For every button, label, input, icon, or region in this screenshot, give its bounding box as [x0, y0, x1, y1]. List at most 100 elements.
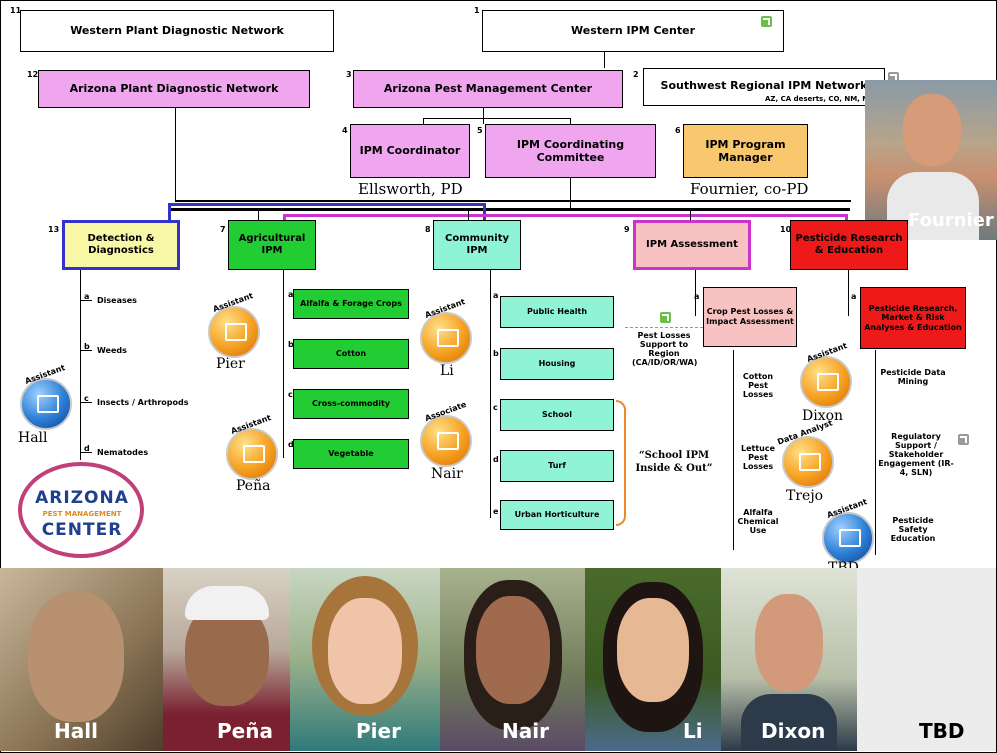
box-urban-horticulture: Urban Horticulture	[500, 500, 614, 530]
connector	[80, 350, 92, 351]
photo-tbd: TBD	[857, 568, 996, 751]
person-icon	[822, 512, 874, 564]
connector	[848, 270, 849, 316]
box-label: Turf	[548, 461, 566, 471]
person-icon	[208, 306, 260, 358]
box-label: Community IPM	[444, 233, 509, 256]
person-icon	[420, 415, 472, 467]
photo-label: Li	[683, 719, 703, 743]
box-arizona-plant-diagnostic-network: Arizona Plant Diagnostic Network	[38, 70, 310, 108]
box-community-ipm: Community IPM	[433, 220, 521, 270]
box-label: Public Health	[526, 307, 588, 317]
box-pesticide-research-market: Pesticide Research, Market & Risk Analys…	[860, 287, 966, 349]
box-cotton: Cotton	[293, 339, 409, 369]
external-link-icon[interactable]	[660, 312, 671, 323]
box-label: Pesticide Research & Education	[795, 233, 903, 256]
photo-label: Dixon	[761, 719, 826, 743]
box-label: IPM Coordinating Committee	[516, 137, 625, 164]
box-arizona-pest-management-center: Arizona Pest Management Center	[353, 70, 623, 108]
pesticide-item: Pesticide Safety Education	[890, 516, 936, 543]
item-label: Weeds	[97, 346, 127, 355]
box-label: School	[542, 410, 572, 420]
cap-shape	[185, 586, 269, 620]
assess-item: Cotton Pest Losses	[742, 372, 774, 399]
box-number: 2	[633, 70, 639, 79]
item-letter: a	[851, 292, 857, 301]
box-number: 9	[624, 225, 630, 234]
pesticide-item: Regulatory Support / Stakeholder Engagem…	[878, 432, 954, 477]
pest-losses-note: Pest Losses Support to Region (CA/ID/OR/…	[632, 331, 698, 367]
box-number: 10	[780, 225, 792, 234]
box-label: Southwest Regional IPM Network	[660, 79, 868, 92]
connector	[690, 208, 691, 220]
school-ipm-quote: “School IPM Inside & Out”	[635, 450, 713, 474]
person-icon	[420, 312, 472, 364]
box-southwest-regional-ipm-network: Southwest Regional IPM Network	[643, 68, 885, 106]
staff-name: Trejo	[786, 488, 824, 504]
item-letter: b	[84, 342, 90, 351]
box-western-plant-diagnostic-network: Western Plant Diagnostic Network	[20, 10, 334, 52]
face-shape	[903, 94, 961, 166]
box-alfalfa-forage-crops: Alfalfa & Forage Crops	[293, 289, 409, 319]
box-ipm-coordinating-committee: IPM Coordinating Committee	[485, 124, 656, 178]
screen-glyph	[37, 395, 59, 413]
screen-glyph	[243, 445, 265, 463]
item-letter: e	[493, 507, 499, 516]
box-school: School	[500, 399, 614, 431]
box-number: 12	[27, 70, 39, 79]
box-turf: Turf	[500, 450, 614, 482]
connector	[604, 52, 605, 68]
box-label: Arizona Pest Management Center	[383, 82, 593, 96]
item-label: Nematodes	[97, 448, 149, 457]
person-icon	[800, 356, 852, 408]
box-label: Urban Horticulture	[514, 510, 600, 520]
dashed-connector	[625, 327, 703, 328]
box-number: 6	[675, 126, 681, 135]
box-label: Western IPM Center	[571, 24, 695, 38]
box-number: 7	[220, 225, 226, 234]
item-letter: a	[493, 291, 499, 300]
photo-label: Nair	[502, 719, 549, 743]
item-letter: a	[288, 290, 294, 299]
item-letter: a	[84, 292, 90, 301]
connector-blue	[483, 203, 486, 220]
photo-label: TBD	[919, 719, 965, 743]
screen-glyph	[817, 373, 839, 391]
box-crop-pest-losses: Crop Pest Losses & Impact Assessment	[703, 287, 797, 347]
photo-li: Li	[585, 568, 721, 751]
box-number: 4	[342, 126, 348, 135]
box-detection-diagnostics: Detection & Diagnostics	[62, 220, 180, 270]
external-link-icon[interactable]	[761, 16, 772, 27]
item-letter: c	[288, 390, 293, 399]
connector	[170, 208, 850, 211]
staff-name: Hall	[18, 430, 48, 446]
box-ipm-program-manager: IPM Program Manager	[683, 124, 808, 178]
external-link-icon[interactable]	[888, 72, 899, 83]
logo-text: CENTER	[41, 520, 123, 540]
box-label: Agricultural IPM	[238, 233, 306, 256]
external-link-icon[interactable]	[958, 434, 969, 445]
connector	[570, 118, 571, 124]
box-western-ipm-center: Western IPM Center	[482, 10, 784, 52]
connector	[733, 350, 734, 550]
assess-item: Alfalfa Chemical Use	[737, 508, 779, 535]
item-letter: d	[84, 444, 90, 453]
photo-dixon: Dixon	[721, 568, 857, 751]
photo-label: Peña	[217, 719, 273, 743]
screen-glyph	[839, 529, 861, 547]
connector	[175, 200, 851, 202]
box-label: IPM Coordinator	[359, 144, 461, 158]
face-shape	[755, 594, 823, 692]
box-public-health: Public Health	[500, 296, 614, 328]
screen-glyph	[225, 323, 247, 341]
box-number: 8	[425, 225, 431, 234]
box-label: Vegetable	[328, 449, 374, 459]
box-label: Pesticide Research, Market & Risk Analys…	[864, 303, 962, 332]
screen-glyph	[799, 453, 821, 471]
staff-name: Pier	[216, 356, 245, 372]
item-letter: c	[493, 403, 498, 412]
shirt-shape	[741, 694, 837, 751]
pesticide-item: Pesticide Data Mining	[880, 368, 946, 386]
coordinator-name: Ellsworth, PD	[358, 180, 463, 198]
face-shape	[617, 598, 689, 702]
